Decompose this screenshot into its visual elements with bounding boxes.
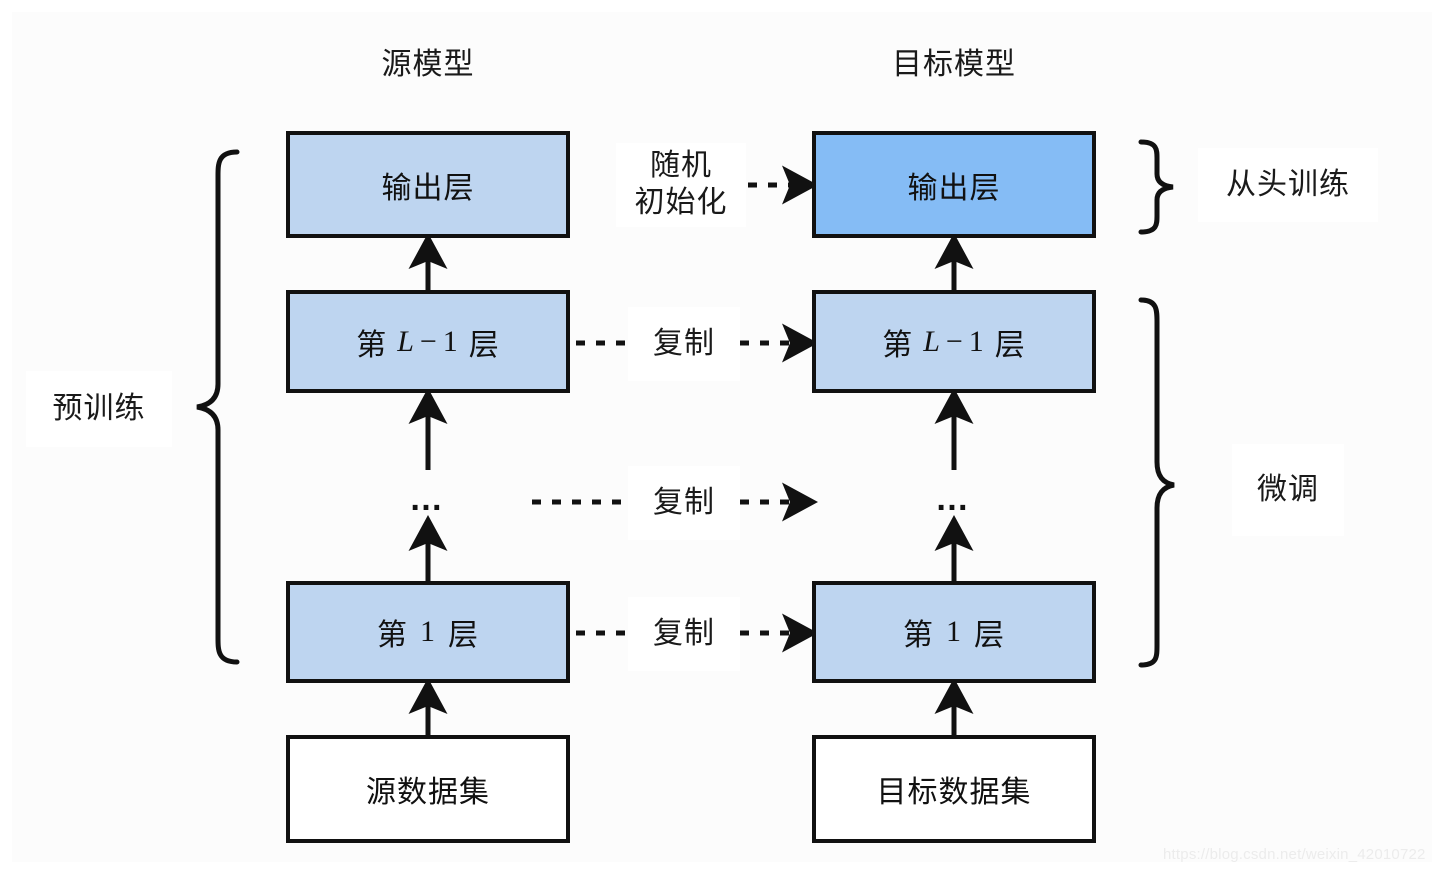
copy-label-bottom: 复制	[628, 597, 740, 671]
source-dataset-box: 源数据集	[286, 735, 570, 843]
source-layer-1-prefix: 第	[377, 619, 408, 652]
train-from-scratch-label: 从头训练	[1198, 148, 1378, 222]
target-output-layer-label: 输出层	[907, 171, 1001, 205]
copy-label-top: 复制	[628, 307, 740, 381]
source-layer-l-minus-1-box: 第 L − 1 层	[286, 290, 570, 393]
source-layer-1-suffix: 层	[448, 619, 479, 652]
brace-fine-tuning	[1138, 297, 1175, 668]
random-initialization-line2: 初始化	[634, 186, 728, 219]
pretraining-label: 预训练	[26, 371, 172, 447]
random-initialization-label: 随机 初始化	[616, 143, 746, 227]
target-layer-1-box: 第 1 层	[812, 581, 1096, 683]
copy-label-middle: 复制	[628, 466, 740, 540]
brace-train-from-scratch	[1138, 139, 1174, 235]
target-layer-l-minus-1-number: 1	[968, 324, 985, 358]
fine-tuning-label: 微调	[1232, 444, 1344, 536]
target-output-layer-box: 输出层	[812, 131, 1096, 238]
target-hidden-layers-ellipsis: …	[935, 480, 973, 518]
target-layer-l-minus-1-suffix: 层	[994, 328, 1026, 362]
source-layer-l-minus-1-var: L	[397, 324, 415, 358]
target-dataset-box: 目标数据集	[812, 735, 1096, 843]
source-output-layer-box: 输出层	[286, 131, 570, 238]
target-layer-l-minus-1-operator: −	[945, 324, 964, 358]
transfer-dashed-arrows	[532, 165, 819, 653]
target-layer-1-number: 1	[946, 615, 962, 648]
source-layer-1-number: 1	[420, 615, 436, 648]
column-title-source: 源模型	[381, 48, 475, 81]
source-output-layer-label: 输出层	[381, 171, 475, 205]
target-layer-1-suffix: 层	[974, 619, 1005, 652]
source-hidden-layers-ellipsis: …	[409, 480, 447, 518]
target-layer-l-minus-1-var: L	[923, 324, 941, 358]
source-layer-1-box: 第 1 层	[286, 581, 570, 683]
source-layer-l-minus-1-prefix: 第	[356, 328, 388, 362]
source-layer-l-minus-1-suffix: 层	[468, 328, 500, 362]
target-layer-1-prefix: 第	[903, 619, 934, 652]
source-layer-l-minus-1-operator: −	[419, 324, 438, 358]
source-dataset-label: 源数据集	[366, 776, 490, 809]
target-layer-l-minus-1-box: 第 L − 1 层	[812, 290, 1096, 393]
column-title-target: 目标模型	[892, 48, 1016, 81]
brace-pretraining	[196, 149, 240, 665]
target-dataset-label: 目标数据集	[876, 776, 1032, 809]
target-layer-l-minus-1-prefix: 第	[882, 328, 914, 362]
random-initialization-line1: 随机	[650, 149, 712, 183]
source-layer-l-minus-1-number: 1	[442, 324, 459, 358]
watermark-text: https://blog.csdn.net/weixin_42010722	[1163, 846, 1426, 863]
